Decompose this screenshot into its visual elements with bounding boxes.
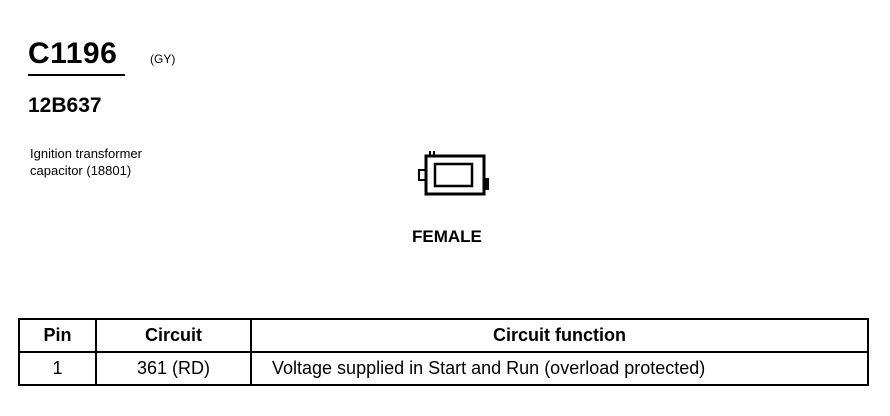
pin-number-cell: 1	[18, 351, 97, 386]
part-number: 12B637	[28, 94, 102, 117]
connector-id: C1196	[28, 37, 118, 70]
connector-color: (GY)	[150, 52, 176, 66]
pin-table-header-row: Pin Circuit Circuit function	[18, 318, 869, 353]
connector-id-underline	[28, 74, 125, 76]
header-pin: Pin	[18, 318, 97, 353]
component-description-line: capacitor (18801)	[30, 163, 132, 178]
header-circuit: Circuit	[95, 318, 252, 353]
circuit-cell: 361 (RD)	[95, 351, 252, 386]
connector-face-icon	[418, 151, 489, 196]
header-circuit-function: Circuit function	[250, 318, 869, 353]
table-row: 1 361 (RD) Voltage supplied in Start and…	[18, 351, 869, 386]
connector-gender: FEMALE	[412, 227, 482, 246]
component-description: Ignition transformer capacitor (18801)	[30, 145, 230, 179]
component-description-line: Ignition transformer	[30, 146, 142, 161]
circuit-function-cell: Voltage supplied in Start and Run (overl…	[250, 351, 869, 386]
pin-table: Pin Circuit Circuit function 1 361 (RD) …	[18, 318, 869, 386]
